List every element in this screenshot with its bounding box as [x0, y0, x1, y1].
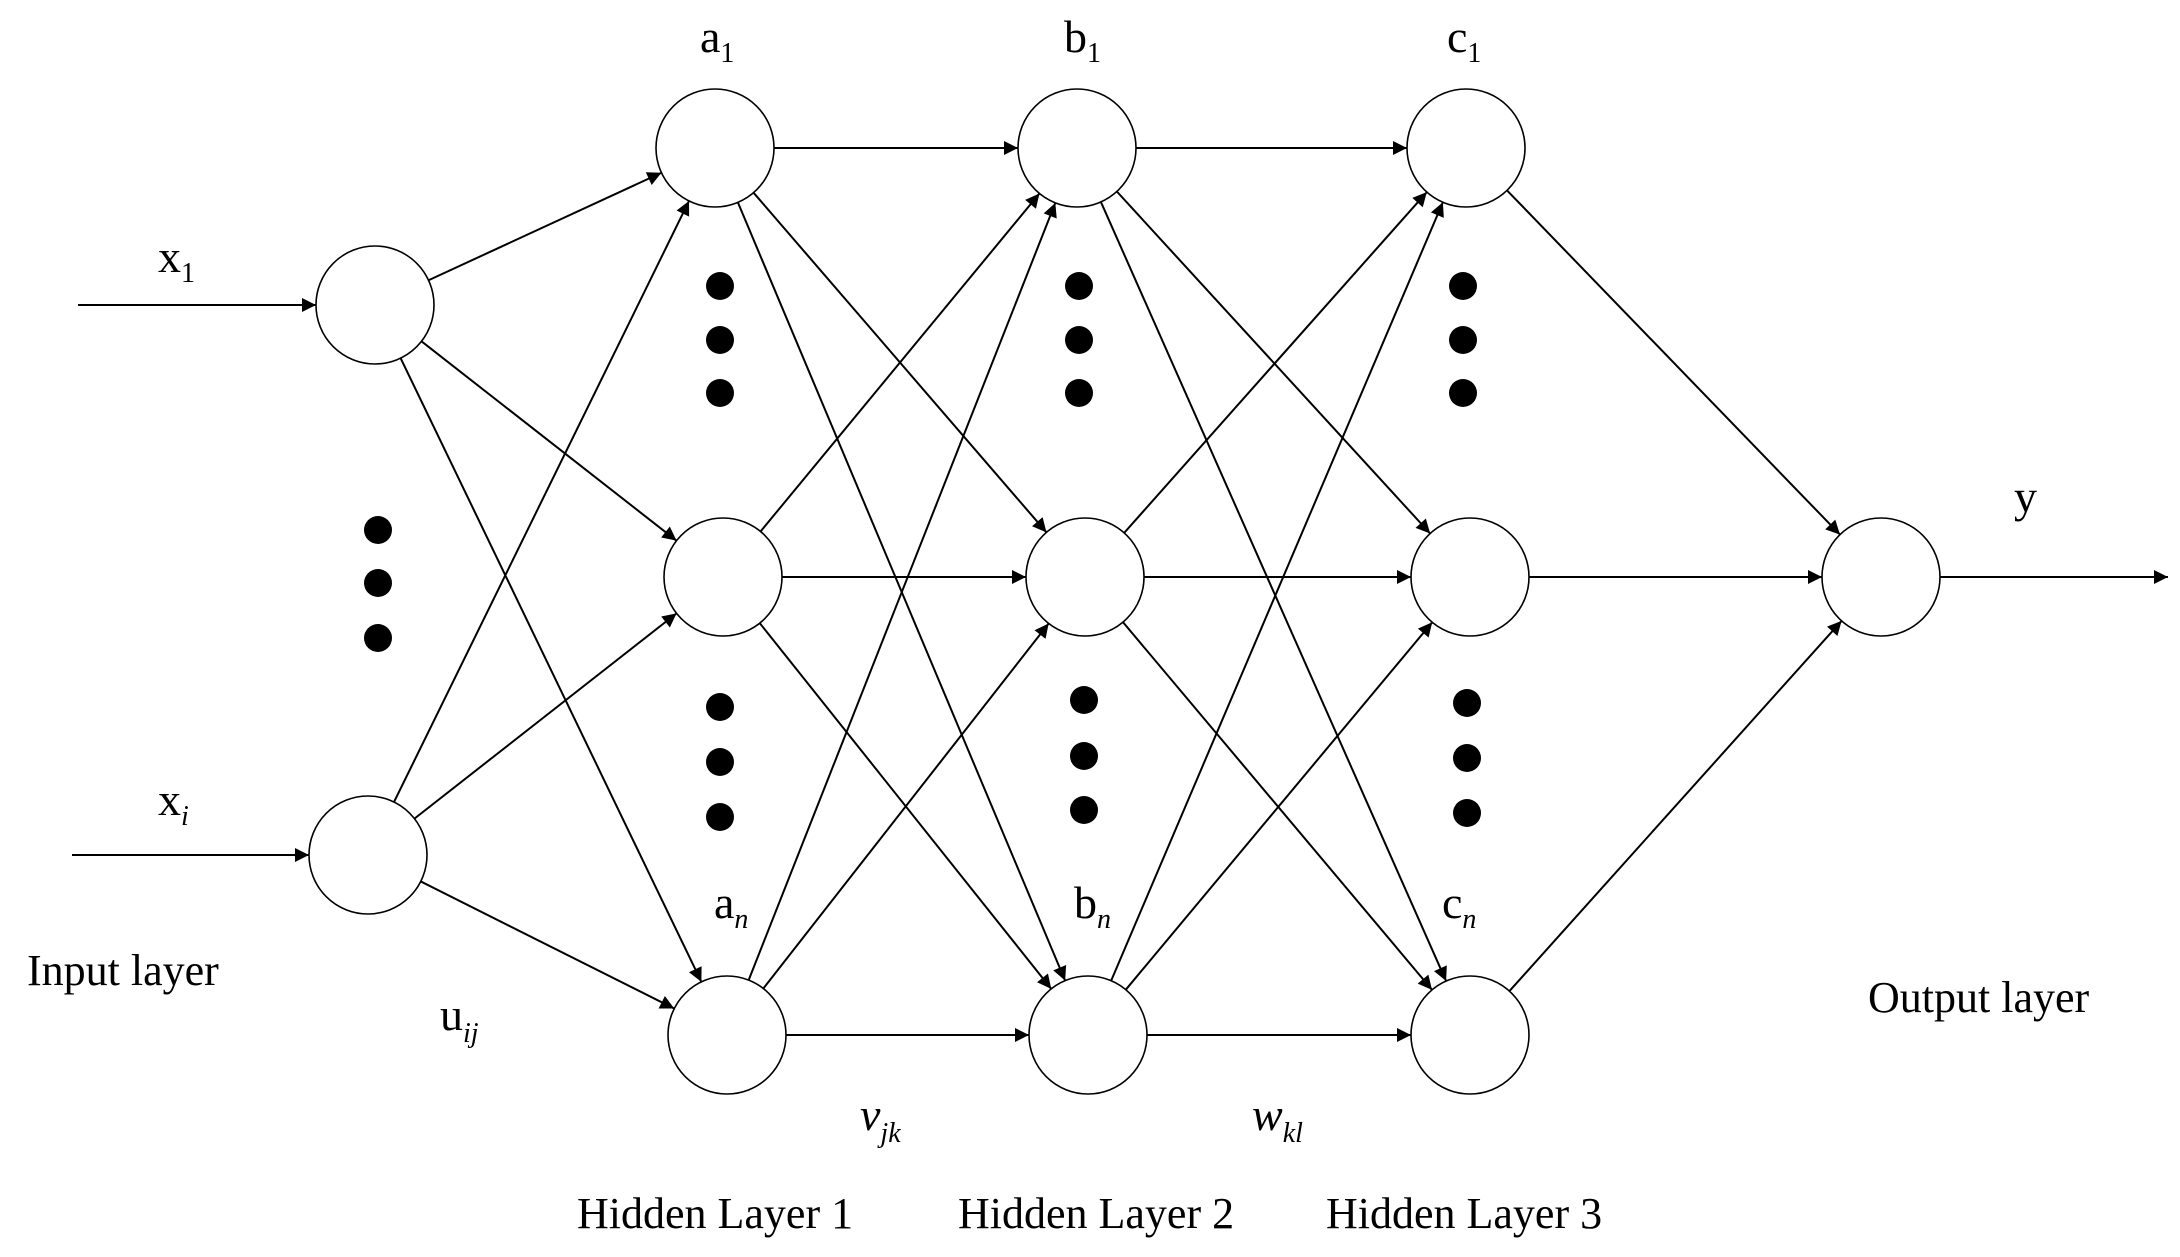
ellipsis-dot — [364, 624, 392, 652]
connection-a3-b2 — [762, 622, 1050, 990]
hidden3-node-middle — [1410, 517, 1530, 637]
node-label-c1: c1 — [1447, 11, 1481, 69]
input-layer-caption: Input layer — [27, 946, 219, 995]
node-layer — [308, 88, 1941, 1095]
connection-b2-c3 — [1122, 621, 1433, 991]
weight-label-v: vjk — [860, 1089, 901, 1149]
connection-b2-c1 — [1123, 191, 1428, 534]
ellipsis-dot — [1449, 326, 1477, 354]
ellipsis-dot — [364, 569, 392, 597]
node-label-an: an — [714, 877, 748, 935]
hidden2-node-middle — [1025, 517, 1145, 637]
input-node-x1 — [315, 245, 435, 365]
ellipsis-dot — [706, 693, 734, 721]
ellipsis-dot — [706, 272, 734, 300]
ellipsis-dot — [706, 379, 734, 407]
node-label-b1: b1 — [1064, 11, 1101, 69]
ellipsis-dot — [1070, 686, 1098, 714]
hidden2-node-b1 — [1017, 88, 1137, 208]
ellipsis-dot — [1453, 744, 1481, 772]
hidden3-node-c1 — [1406, 88, 1526, 208]
connection-b3-c1 — [1110, 201, 1444, 982]
ellipsis-dot — [1453, 689, 1481, 717]
connection-b1-c2 — [1116, 190, 1431, 535]
connection-ini-a1 — [393, 200, 690, 803]
input-label-xi: xi — [158, 774, 189, 832]
connection-a2-b1 — [759, 192, 1041, 533]
connection-a3-b1 — [747, 202, 1057, 981]
hidden-layer-2-caption: Hidden Layer 2 — [958, 1189, 1234, 1238]
connection-in1-a2 — [420, 340, 678, 542]
connection-layer — [72, 141, 2168, 1042]
ellipsis-dot — [1065, 272, 1093, 300]
connection-ini-a3 — [420, 880, 675, 1010]
hidden3-node-cn — [1410, 975, 1530, 1095]
connection-c1-out — [1506, 189, 1841, 536]
ellipsis-dot — [1065, 326, 1093, 354]
connection-c3-out — [1508, 620, 1843, 992]
connection-in1-a1 — [428, 171, 662, 282]
hidden1-node-middle — [663, 517, 783, 637]
ellipsis-dot — [1070, 742, 1098, 770]
ellipsis-dot — [706, 803, 734, 831]
connection-b1-c3 — [1099, 201, 1448, 982]
hidden2-node-bn — [1028, 975, 1148, 1095]
ellipsis-dot — [1449, 379, 1477, 407]
ellipsis-dot — [1449, 272, 1477, 300]
ellipsis-dot — [1070, 796, 1098, 824]
weight-label-w: wkl — [1252, 1089, 1303, 1149]
node-label-bn: bn — [1074, 877, 1111, 935]
weight-label-u: uij — [440, 989, 479, 1049]
hidden-layer-3-caption: Hidden Layer 3 — [1326, 1189, 1602, 1238]
ellipsis-dot — [1065, 379, 1093, 407]
ellipsis-dot — [706, 748, 734, 776]
connection-in1-a3 — [399, 357, 703, 983]
ellipsis-dots — [364, 272, 1481, 831]
input-node-xi — [308, 795, 428, 915]
output-label-y: y — [2014, 471, 2037, 522]
hidden-layer-1-caption: Hidden Layer 1 — [577, 1189, 853, 1238]
output-layer-caption: Output layer — [1868, 973, 2090, 1022]
ellipsis-dot — [1453, 799, 1481, 827]
ellipsis-dot — [364, 516, 392, 544]
ellipsis-dot — [706, 326, 734, 354]
hidden1-node-an — [667, 975, 787, 1095]
input-label-x1: x1 — [158, 231, 195, 289]
node-label-a1: a1 — [700, 11, 734, 69]
hidden1-node-a1 — [655, 88, 775, 208]
output-node-y — [1821, 517, 1941, 637]
node-label-cn: cn — [1442, 877, 1476, 935]
connection-b3-c2 — [1125, 621, 1433, 991]
connection-ini-a2 — [413, 612, 678, 820]
